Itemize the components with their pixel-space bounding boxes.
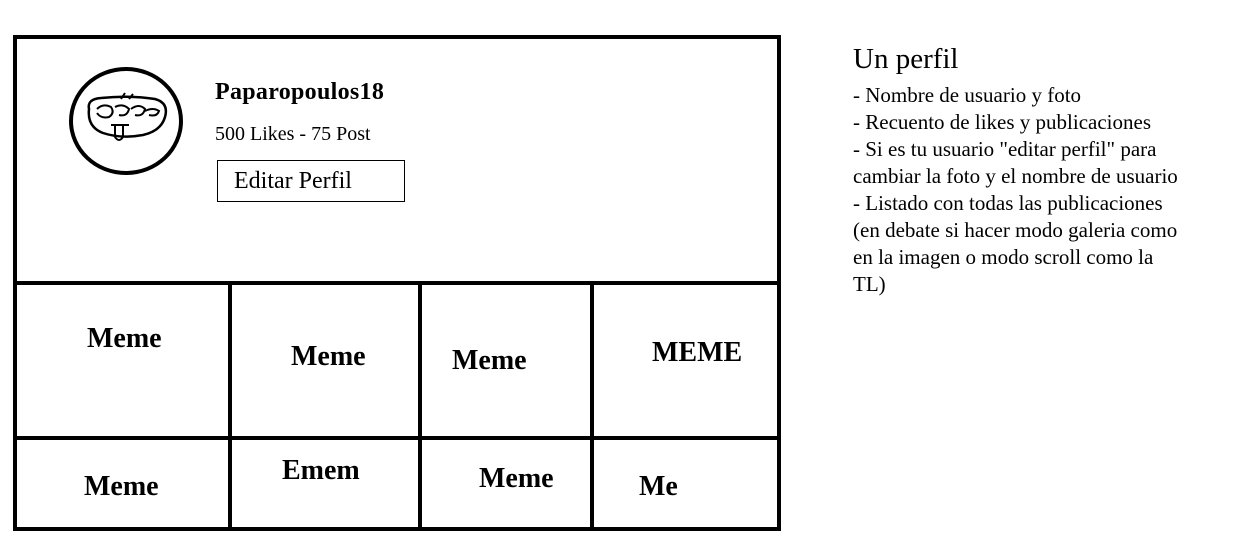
profile-header: Paparopoulos18 500 Likes - 75 Post Edita… — [17, 39, 777, 285]
notes-body: - Nombre de usuario y foto - Recuento de… — [853, 82, 1253, 298]
notes-line: en la imagen o modo scroll como la — [853, 245, 1154, 269]
post-tile[interactable]: Meme — [452, 345, 527, 376]
post-tile[interactable]: Meme — [84, 471, 159, 502]
avatar[interactable] — [69, 67, 183, 175]
post-tile[interactable]: Emem — [282, 455, 360, 486]
username: Paparopoulos18 — [215, 79, 385, 105]
notes-line: - Recuento de likes y publicaciones — [853, 110, 1151, 134]
post-tile[interactable]: Meme — [291, 341, 366, 372]
edit-profile-button[interactable]: Editar Perfil — [217, 160, 405, 202]
notes-line: cambiar la foto y el nombre de usuario — [853, 164, 1178, 188]
notes-line: - Si es tu usuario "editar perfil" para — [853, 137, 1157, 161]
notes-line: TL) — [853, 272, 886, 296]
grid-divider — [418, 285, 422, 527]
post-tile[interactable]: Meme — [479, 463, 554, 494]
likes-posts-count: 500 Likes - 75 Post — [215, 123, 371, 145]
grid-divider — [590, 285, 594, 527]
post-tile[interactable]: MEME — [652, 337, 743, 368]
post-tile[interactable]: Meme — [87, 323, 162, 354]
post-tile[interactable]: Me — [639, 471, 678, 502]
notes-title: Un perfil — [853, 43, 959, 75]
profile-mockup: Paparopoulos18 500 Likes - 75 Post Edita… — [13, 35, 781, 531]
notes-line: (en debate si hacer modo galeria como — [853, 218, 1178, 242]
posts-grid: Meme Meme Meme MEME Meme Emem Meme Me — [17, 285, 777, 527]
grid-divider — [228, 285, 232, 527]
grid-divider — [17, 436, 777, 440]
doodle-face-icon — [87, 92, 168, 141]
spec-notes: Un perfil - Nombre de usuario y foto - R… — [853, 40, 1253, 298]
notes-line: - Listado con todas las publicaciones — [853, 191, 1163, 215]
notes-line: - Nombre de usuario y foto — [853, 83, 1082, 107]
